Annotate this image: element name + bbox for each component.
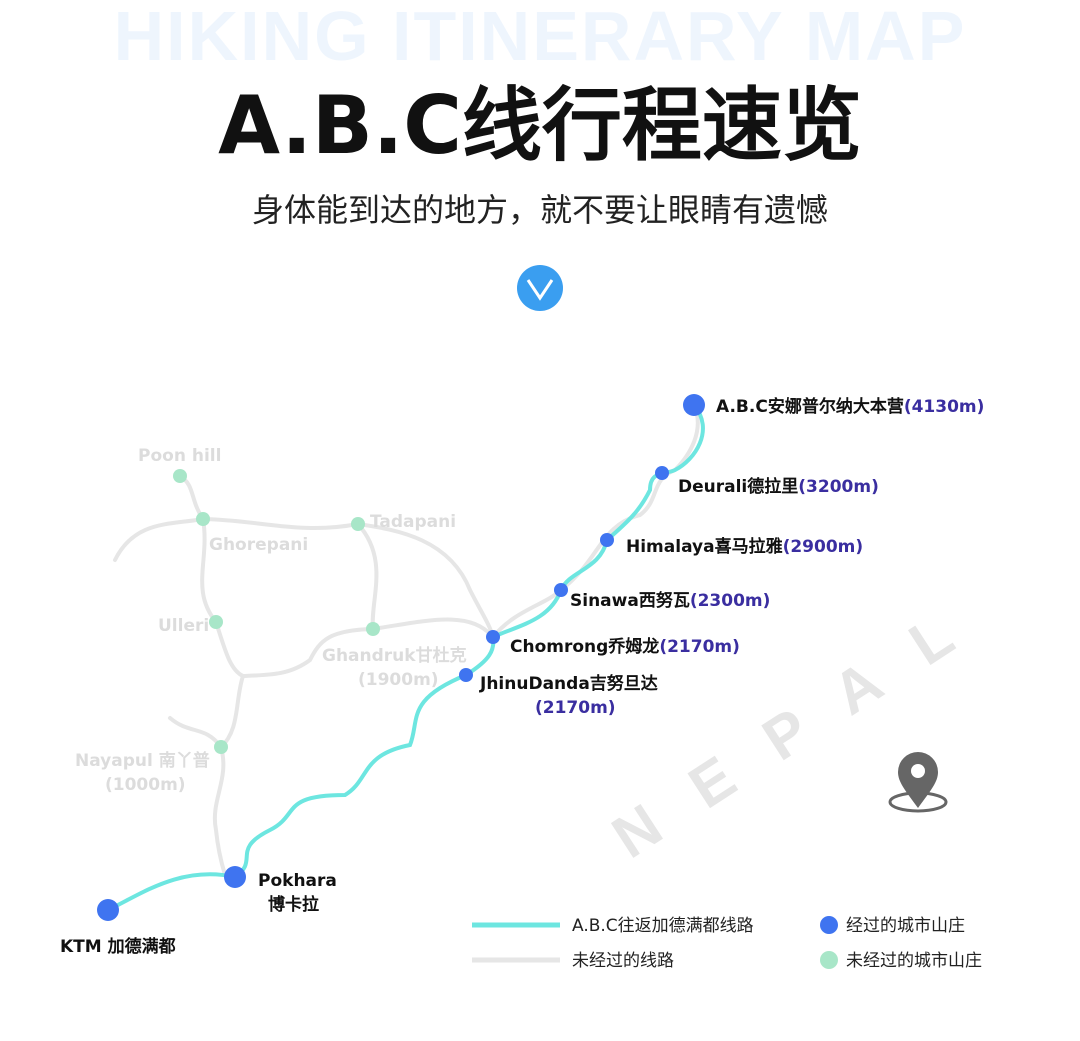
country-label: NEPAL <box>601 576 1006 871</box>
watermark: HIKING ITINERARY MAP <box>113 0 967 75</box>
stop-label-nayapul: Nayapul 南丫普 <box>75 750 210 771</box>
stop-label-pokhara-cn: 博卡拉 <box>268 894 319 915</box>
subtitle: 身体能到达的地方，就不要让眼睛有遗憾 <box>251 191 828 229</box>
stop-label-poonhill: Poon hill <box>138 446 221 466</box>
legend-route: A.B.C往返加德满都线路 <box>572 916 754 936</box>
unvisited-routes <box>113 403 700 877</box>
stop-label-ghorepani: Ghorepani <box>209 535 308 555</box>
stop-label-jhinudanda: JhinuDanda吉努旦达 <box>479 673 658 694</box>
unvisited-stops <box>173 469 380 754</box>
legend-unvisited-route: 未经过的线路 <box>572 951 674 971</box>
legend-unvisited: 未经过的城市山庄 <box>846 951 982 971</box>
stop-label-abc: A.B.C安娜普尔纳大本营(4130m) <box>716 396 984 417</box>
stop-label-deurali: Deurali德拉里(3200m) <box>678 476 879 497</box>
stop-label-sinawa: Sinawa西努瓦(2300m) <box>570 590 770 611</box>
location-pin-icon <box>888 752 948 813</box>
stop-label-ghandruk: Ghandruk甘杜克 <box>322 645 467 666</box>
stop-elev-nayapul: (1000m) <box>105 775 186 795</box>
scroll-down-icon[interactable] <box>517 265 563 311</box>
legend: A.B.C往返加德满都线路 未经过的线路 经过的城市山庄 未经过的城市山庄 <box>472 916 982 971</box>
stop-label-ulleri: Ulleri <box>158 616 209 636</box>
legend-visited: 经过的城市山庄 <box>846 916 965 936</box>
visited-stops <box>97 394 705 921</box>
stop-label-tadapani: Tadapani <box>370 512 456 532</box>
stop-label-himalaya: Himalaya喜马拉雅(2900m) <box>626 536 863 557</box>
stop-label-chomrong: Chomrong乔姆龙(2170m) <box>510 636 740 657</box>
page-title: A.B.C线行程速览 <box>218 79 862 172</box>
stop-elev-jhinudanda: (2170m) <box>535 698 616 718</box>
stop-label-pokhara: Pokhara <box>258 871 337 891</box>
stop-label-ktm: KTM 加德满都 <box>60 936 176 957</box>
stop-elev-ghandruk: (1900m) <box>358 670 439 690</box>
